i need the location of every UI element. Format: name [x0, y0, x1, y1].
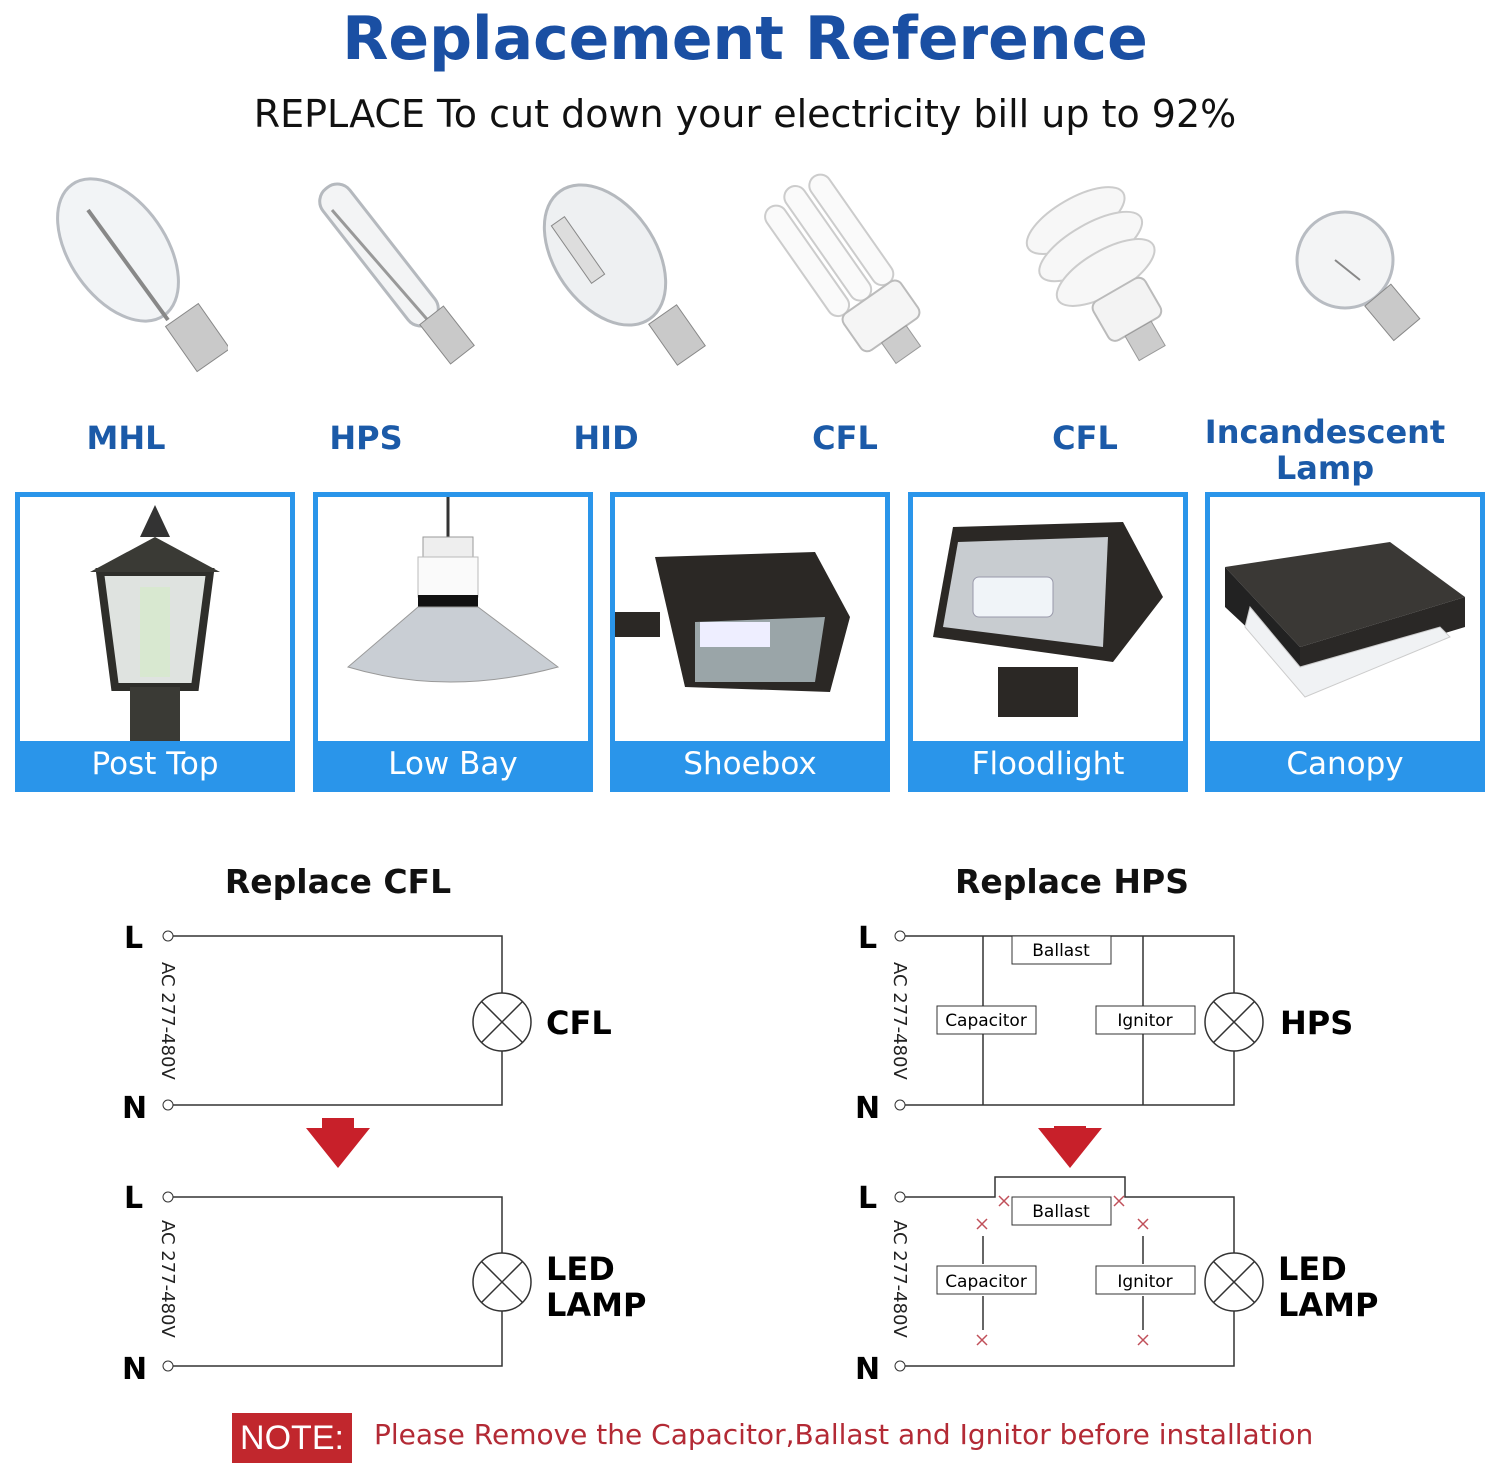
hps-lamp-label: HPS — [1280, 1004, 1353, 1042]
fixture-card-post-top: Post Top — [15, 492, 295, 792]
down-arrow-icon — [306, 1118, 370, 1168]
fixture-card-low-bay: Low Bay — [313, 492, 593, 792]
fixture-card-canopy: Canopy — [1205, 492, 1485, 792]
right-circuit: Replace HPS L N Ballast Capacitor Ignito… — [855, 862, 1378, 1387]
capacitor-label: Capacitor — [945, 1272, 1027, 1292]
bulb-label-incandescent: Incandescent Lamp — [1204, 413, 1446, 487]
fixture-card-floodlight: Floodlight — [908, 492, 1188, 792]
ignitor-label: Ignitor — [1117, 1011, 1172, 1031]
voltage-label: AC 277-480V — [889, 1220, 910, 1338]
note-badge: NOTE: — [232, 1413, 352, 1463]
incandescent-bulb-image — [1295, 210, 1421, 342]
ignitor-label: Ignitor — [1117, 1272, 1172, 1292]
fixture-label: Canopy — [1210, 741, 1480, 787]
fixture-label: Shoebox — [615, 741, 885, 787]
line-terminal-label: L — [124, 1181, 143, 1216]
cfl-spiral-bulb-image — [1025, 186, 1166, 362]
fixture-card-shoebox: Shoebox — [610, 492, 890, 792]
mhl-bulb-image — [56, 177, 228, 373]
voltage-label: AC 277-480V — [889, 962, 910, 1080]
line-terminal-label: L — [124, 921, 143, 956]
lamp-symbol — [472, 1252, 532, 1312]
bulb-label-cfl: CFL — [812, 419, 878, 457]
ballast-label: Ballast — [1032, 1202, 1090, 1222]
led-lamp-label: LED — [1278, 1250, 1347, 1288]
subtitle: REPLACE To cut down your electricity bil… — [253, 92, 1237, 136]
ballast-label: Ballast — [1032, 941, 1090, 961]
left-circuit: Replace CFL L N AC 277-480V CFL L N AC 2… — [122, 862, 646, 1387]
neutral-terminal-label: N — [855, 1352, 880, 1387]
hid-bulb-image — [542, 183, 706, 366]
neutral-terminal-label: N — [122, 1091, 147, 1126]
hps-bulb-image — [318, 182, 475, 365]
note-text: Please Remove the Capacitor,Ballast and … — [374, 1418, 1314, 1451]
post-top-lantern-image — [90, 505, 220, 741]
bulb-label-cfl-spiral: CFL — [1052, 419, 1118, 457]
voltage-label: AC 277-480V — [157, 962, 178, 1080]
bulb-label-mhl: MHL — [86, 419, 166, 457]
floodlight-image — [933, 522, 1163, 717]
page-title: Replacement Reference — [342, 4, 1148, 74]
shoebox-light-image — [615, 552, 850, 692]
bulb-label-hps: HPS — [329, 419, 403, 457]
low-bay-light-image — [346, 497, 560, 683]
led-lamp-label: LAMP — [546, 1286, 646, 1324]
neutral-terminal-label: N — [855, 1091, 880, 1126]
lamp-symbol — [1204, 1252, 1264, 1312]
lamp-symbol — [472, 992, 532, 1052]
neutral-terminal-label: N — [122, 1352, 147, 1387]
fixture-label: Post Top — [20, 741, 290, 787]
lamp-symbol — [1204, 992, 1264, 1052]
left-circuit-title: Replace CFL — [225, 862, 451, 901]
cfl-tube-bulb-image — [764, 173, 922, 365]
voltage-label: AC 277-480V — [157, 1220, 178, 1338]
cfl-lamp-label: CFL — [546, 1004, 612, 1042]
fixture-label: Floodlight — [913, 741, 1183, 787]
disconnect-x-marks — [976, 1195, 1149, 1346]
canopy-light-image — [1225, 542, 1465, 698]
led-lamp-label: LAMP — [1278, 1286, 1378, 1324]
capacitor-label: Capacitor — [945, 1011, 1027, 1031]
line-terminal-label: L — [858, 1181, 877, 1216]
right-circuit-title: Replace HPS — [955, 862, 1189, 901]
line-terminal-label: L — [858, 921, 877, 956]
fixture-label: Low Bay — [318, 741, 588, 787]
bulb-label-hid: HID — [573, 419, 639, 457]
led-lamp-label: LED — [546, 1250, 615, 1288]
